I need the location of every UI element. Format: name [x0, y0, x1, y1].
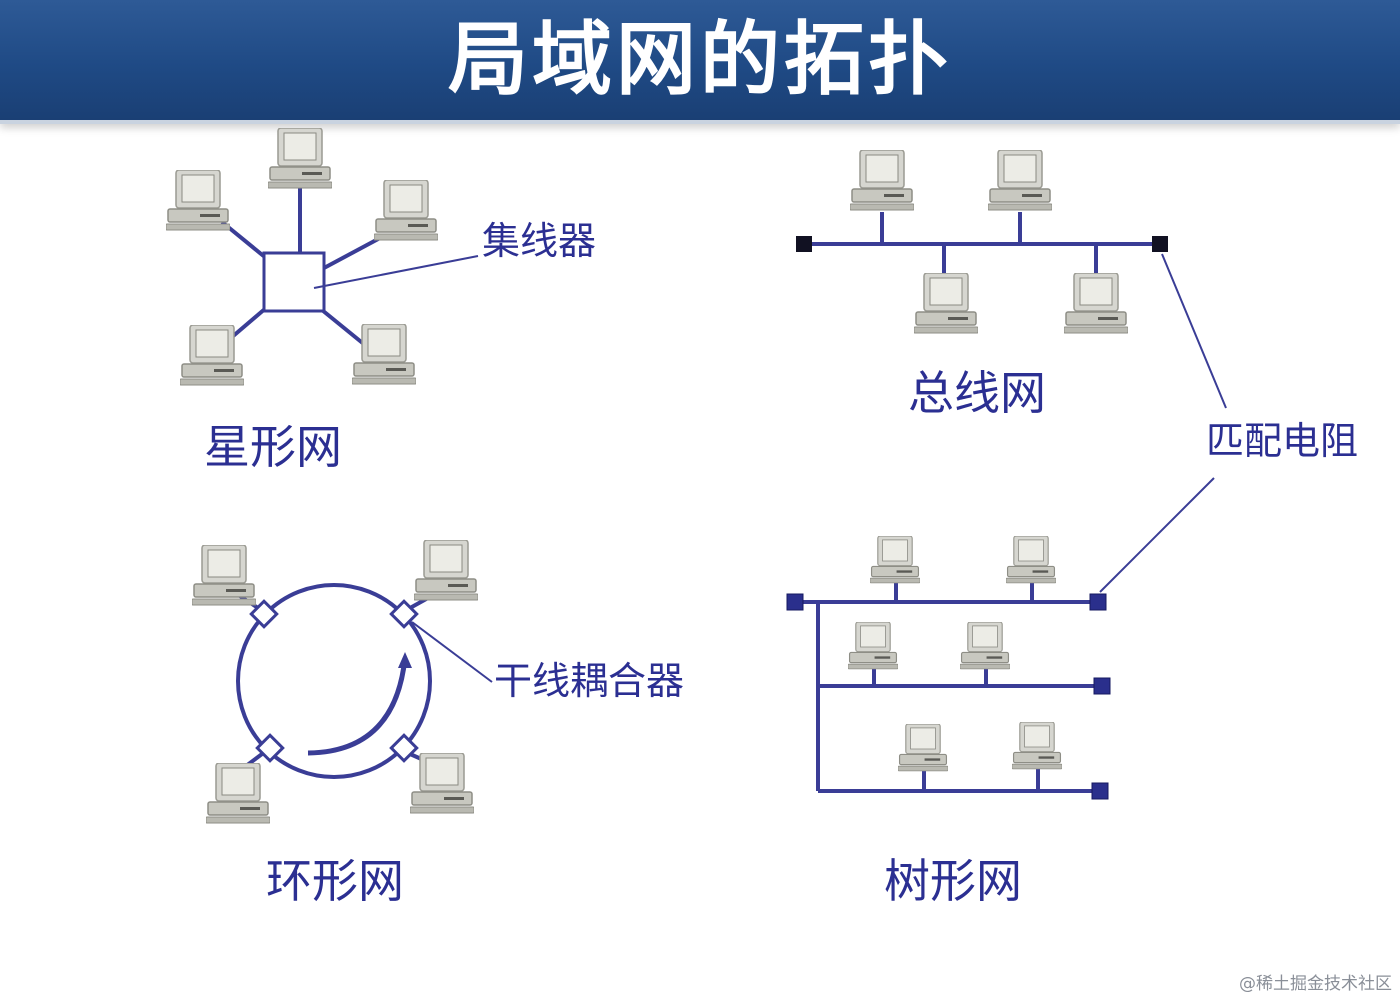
- star-network: [166, 128, 479, 386]
- desktop-computer-icon: [988, 150, 1052, 211]
- desktop-computer-icon: [960, 622, 1010, 670]
- desktop-computer-icon: [1012, 722, 1062, 770]
- watermark: @稀土掘金技术社区: [1239, 974, 1392, 994]
- desktop-computer-icon: [870, 536, 920, 584]
- terminator-pointer-lines: [1099, 253, 1227, 593]
- ring-network: [192, 540, 493, 824]
- ring-circle: [236, 583, 432, 779]
- desktop-computer-icon: [898, 724, 948, 772]
- desktop-computer-icon: [206, 763, 270, 824]
- hub-label: 集线器: [482, 219, 597, 263]
- star-network-label: 星形网: [204, 420, 342, 474]
- ring-direction-arrow: [307, 657, 408, 756]
- desktop-computer-icon: [410, 753, 474, 814]
- star-link-bottomleft: [230, 306, 268, 339]
- desktop-computer-icon: [850, 150, 914, 211]
- terminator-left: [796, 236, 812, 252]
- bus-network-label: 总线网: [908, 366, 1046, 420]
- terminator-right: [1152, 236, 1168, 252]
- coupler-label: 干线耦合器: [494, 659, 685, 703]
- tree-network: [786, 536, 1111, 800]
- ring-network-label: 环形网: [266, 854, 404, 908]
- desktop-computer-icon: [1064, 273, 1128, 334]
- desktop-computer-icon: [180, 325, 244, 386]
- terminator: [1091, 782, 1109, 800]
- star-link-topright: [323, 236, 381, 270]
- bus-network: [796, 150, 1168, 334]
- desktop-computer-icon: [374, 180, 438, 241]
- terminator: [1089, 593, 1107, 611]
- desktop-computer-icon: [166, 170, 230, 231]
- coupler-pointer-line: [411, 621, 493, 683]
- desktop-computer-icon: [414, 540, 478, 601]
- desktop-computer-icon: [1006, 536, 1056, 584]
- hub-box: [262, 251, 326, 313]
- desktop-computer-icon: [352, 324, 416, 385]
- terminator: [786, 593, 804, 611]
- tree-network-label: 树形网: [884, 854, 1022, 908]
- terminator: [1093, 677, 1111, 695]
- star-link-bottomright: [320, 308, 367, 347]
- desktop-computer-icon: [914, 273, 978, 334]
- title-bar: 局域网的拓扑: [0, 0, 1400, 124]
- desktop-computer-icon: [848, 622, 898, 670]
- terminator-label: 匹配电阻: [1206, 419, 1359, 463]
- hub-pointer-line: [313, 255, 479, 289]
- page-title: 局域网的拓扑: [448, 13, 952, 106]
- desktop-computer-icon: [192, 545, 256, 606]
- ring-coupler: [255, 733, 285, 763]
- desktop-computer-icon: [268, 128, 332, 189]
